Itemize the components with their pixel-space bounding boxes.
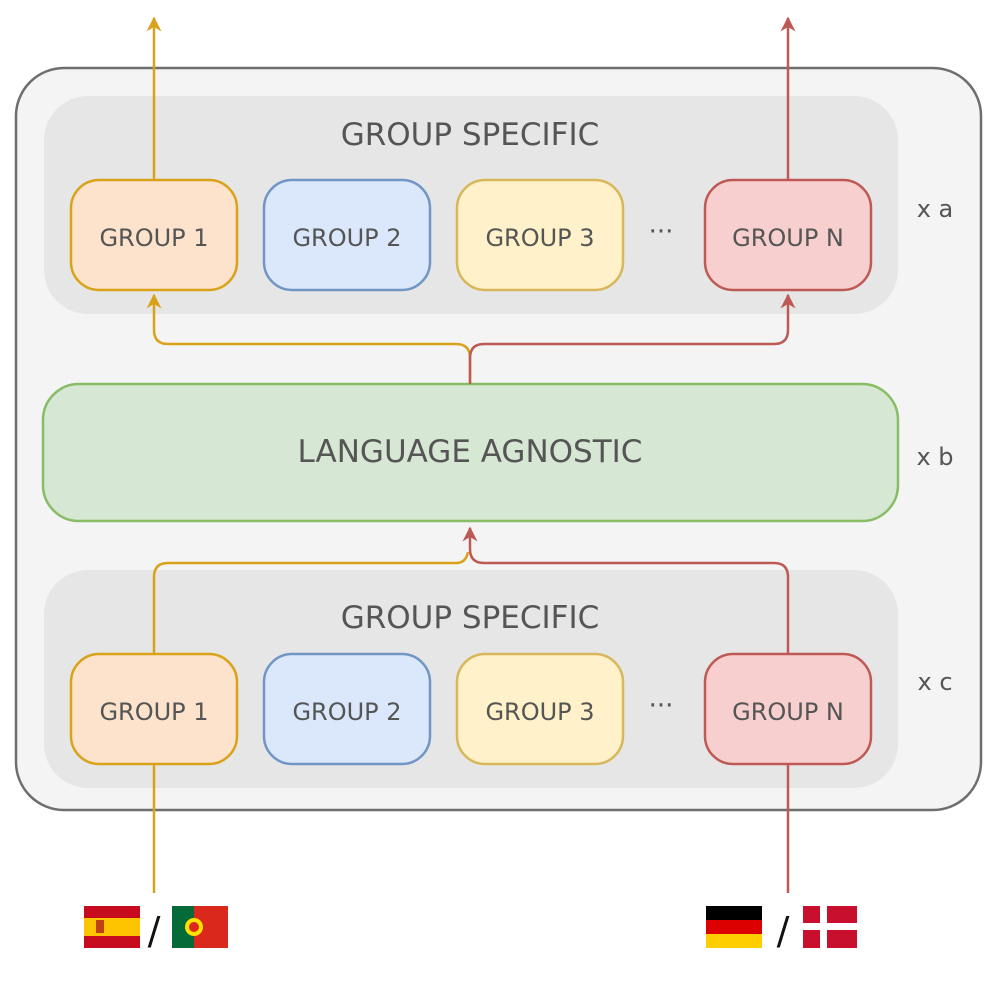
top-group-2: GROUP 2 <box>262 178 432 292</box>
germany-flag-icon <box>706 906 762 948</box>
multiplier-c: x c <box>917 668 952 696</box>
right-flag-separator: / <box>777 909 790 953</box>
top-group-2-label: GROUP 2 <box>292 224 401 252</box>
top-group-3-label: GROUP 3 <box>485 224 594 252</box>
top-group-1: GROUP 1 <box>69 178 239 292</box>
bottom-group-1: GROUP 1 <box>69 652 239 766</box>
multiplier-a: x a <box>917 195 954 223</box>
language-agnostic-label: LANGUAGE AGNOSTIC <box>298 434 643 470</box>
top-group-1-label: GROUP 1 <box>99 224 208 252</box>
orange-group1-to-agnostic-path <box>152 551 470 654</box>
top-ellipsis: ··· <box>649 217 674 247</box>
bottom-panel-title: GROUP SPECIFIC <box>341 600 600 636</box>
multiplier-b: x b <box>916 443 953 471</box>
bottom-group-n-label: GROUP N <box>732 698 844 726</box>
left-flag-separator: / <box>148 909 161 953</box>
top-group-3: GROUP 3 <box>455 178 625 292</box>
bottom-group-3: GROUP 3 <box>455 652 625 766</box>
top-panel-title: GROUP SPECIFIC <box>341 117 600 153</box>
bottom-group-3-label: GROUP 3 <box>485 698 594 726</box>
top-group-n: GROUP N <box>703 178 873 292</box>
portugal-flag-icon <box>172 906 228 948</box>
top-group-n-label: GROUP N <box>732 224 844 252</box>
bottom-group-2: GROUP 2 <box>262 652 432 766</box>
bottom-group-1-label: GROUP 1 <box>99 698 208 726</box>
bottom-group-2-label: GROUP 2 <box>292 698 401 726</box>
bottom-group-n: GROUP N <box>703 652 873 766</box>
red-groupN-to-agnostic-arrow <box>462 526 790 654</box>
denmark-flag-icon <box>803 906 857 948</box>
red-agnostic-to-groupN-arrow <box>468 293 796 384</box>
spain-flag-icon <box>84 906 140 948</box>
bottom-ellipsis: ··· <box>649 691 674 721</box>
orange-agnostic-to-group1-arrow <box>146 293 472 384</box>
